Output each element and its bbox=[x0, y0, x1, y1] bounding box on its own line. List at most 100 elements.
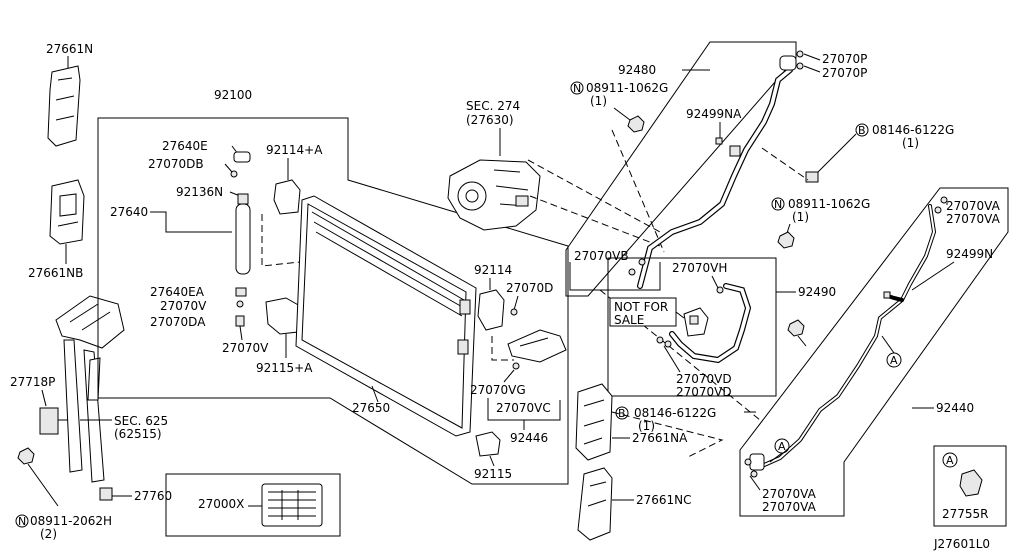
label-sale: SALE bbox=[614, 313, 644, 327]
label-sec274-ref: (27630) bbox=[466, 113, 514, 127]
label-08146-6122G-a: 08146-6122G bbox=[872, 123, 954, 137]
air-guide-27661NA bbox=[575, 383, 613, 461]
diagram-id: J27601L0 bbox=[933, 537, 990, 551]
label-27070DA: 27070DA bbox=[150, 315, 206, 329]
label-92114A: 92114+A bbox=[266, 143, 323, 157]
label-92490: 92490 bbox=[798, 285, 836, 299]
receiver-tank-27640 bbox=[235, 193, 251, 275]
condenser-pipe-joint bbox=[507, 329, 567, 363]
callout-A-detail: A bbox=[942, 452, 958, 468]
label-92115: 92115 bbox=[474, 467, 512, 481]
label-27070VD-a: 27070VD bbox=[676, 372, 732, 386]
circle-b-2: B bbox=[618, 407, 626, 420]
label-27070VA-c: 27070VA bbox=[762, 487, 817, 501]
valve-block-92490 bbox=[683, 307, 709, 337]
not-for-sale-box bbox=[609, 297, 677, 327]
label-27760: 27760 bbox=[134, 489, 172, 503]
receiver-fittings bbox=[235, 287, 247, 327]
clamp-27755R bbox=[959, 469, 983, 497]
label-92100: 92100 bbox=[214, 88, 252, 102]
label-27070VH: 27070VH bbox=[672, 261, 727, 275]
label-27070V: 27070V bbox=[160, 299, 207, 313]
detail-box-27755R bbox=[933, 445, 1007, 527]
callout-A-lower: A bbox=[769, 438, 790, 463]
air-guide-27661N bbox=[47, 65, 81, 147]
nut-08911-1062G-a bbox=[627, 115, 645, 133]
label-not-for: NOT FOR bbox=[614, 300, 668, 314]
label-27070V-2: 27070V bbox=[222, 341, 269, 355]
bolt-08146-6122G-a bbox=[805, 171, 819, 183]
label-92115A: 92115+A bbox=[256, 361, 313, 375]
label-27070P-b: 27070P bbox=[822, 66, 867, 80]
label-sec625-ref: (62515) bbox=[114, 427, 162, 441]
bracket-92114 bbox=[477, 289, 505, 331]
circle-n-3: N bbox=[774, 198, 782, 211]
label-27070VC: 27070VC bbox=[496, 401, 551, 415]
label-92446: 92446 bbox=[510, 431, 548, 445]
air-guide-27661NC bbox=[577, 467, 613, 541]
label-plate-27000X bbox=[261, 483, 323, 527]
label-27661NC: 27661NC bbox=[636, 493, 692, 507]
label-27070VA-b: 27070VA bbox=[946, 212, 1001, 226]
label-08146-6122G-b: 08146-6122G bbox=[634, 406, 716, 420]
label-27661NA: 27661NA bbox=[632, 431, 688, 445]
label-27070VD-b: 27070VD bbox=[676, 385, 732, 399]
label-27070D: 27070D bbox=[506, 281, 553, 295]
hose-end-fitting-top bbox=[779, 55, 797, 71]
group-outline-92490 bbox=[607, 257, 777, 397]
label-92499NA: 92499NA bbox=[686, 107, 742, 121]
pipe-end-fitting-lower bbox=[744, 453, 765, 478]
callout-A-upper: A bbox=[881, 335, 902, 368]
label-27661NB: 27661NB bbox=[28, 266, 83, 280]
group-outline-92440 bbox=[739, 187, 1009, 517]
label-27070VG: 27070VG bbox=[470, 383, 526, 397]
label-27070DB: 27070DB bbox=[148, 157, 204, 171]
label-08911-2062H: 08911-2062H bbox=[30, 514, 112, 528]
label-qty-1-d: (1) bbox=[638, 419, 655, 433]
air-guide-27661NB bbox=[49, 179, 85, 245]
group-outline-92100 bbox=[97, 117, 569, 485]
label-08911-1062G-b: 08911-1062G bbox=[788, 197, 870, 211]
condenser-bracket-assembly bbox=[55, 295, 125, 483]
nut-symbol-circle bbox=[15, 514, 29, 528]
label-27640: 27640 bbox=[110, 205, 148, 219]
label-27070P-a: 27070P bbox=[822, 52, 867, 66]
label-27070VA-a: 27070VA bbox=[946, 199, 1001, 213]
callout-A-lower-text: A bbox=[778, 440, 786, 453]
nut-08911-2062H bbox=[17, 447, 35, 465]
label-27640E: 27640E bbox=[162, 139, 208, 153]
callout-A-upper-text: A bbox=[890, 354, 898, 367]
label-27661N: 27661N bbox=[46, 42, 93, 56]
label-92440: 92440 bbox=[936, 401, 974, 415]
label-27000X: 27000X bbox=[198, 497, 244, 511]
label-plate-box bbox=[165, 473, 341, 537]
receiver-cap-27640E bbox=[233, 151, 251, 163]
sensor-clip-27718P bbox=[39, 407, 68, 435]
group-outline-92480 bbox=[565, 41, 797, 297]
bracket-92114A bbox=[273, 179, 301, 215]
label-92136N: 92136N bbox=[176, 185, 223, 199]
label-qty-1-a: (1) bbox=[590, 94, 607, 108]
circle-b-1: B bbox=[858, 124, 866, 137]
sensor-bolt-right bbox=[787, 319, 807, 347]
bracket-92115A bbox=[265, 297, 301, 335]
callout-A-detail-text: A bbox=[946, 454, 954, 467]
circle-n-1: N bbox=[18, 515, 26, 528]
label-92499N: 92499N bbox=[946, 247, 993, 261]
label-27650: 27650 bbox=[352, 401, 390, 415]
hose-92490 bbox=[669, 283, 752, 364]
label-27070VB: 27070VB bbox=[574, 249, 629, 263]
label-27070VA-d: 27070VA bbox=[762, 500, 817, 514]
label-27640EA: 27640EA bbox=[150, 285, 205, 299]
label-qty-2: (2) bbox=[40, 527, 57, 541]
clip-27760 bbox=[99, 487, 113, 501]
label-92480: 92480 bbox=[618, 63, 656, 77]
circle-n-2: N bbox=[573, 82, 581, 95]
nut-08911-1062G-b bbox=[777, 231, 795, 249]
label-sec625: SEC. 625 bbox=[114, 414, 168, 428]
condenser-27650 bbox=[295, 195, 477, 437]
label-08911-1062G-a: 08911-1062G bbox=[586, 81, 668, 95]
label-qty-1-c: (1) bbox=[792, 210, 809, 224]
label-qty-1-b: (1) bbox=[902, 136, 919, 150]
